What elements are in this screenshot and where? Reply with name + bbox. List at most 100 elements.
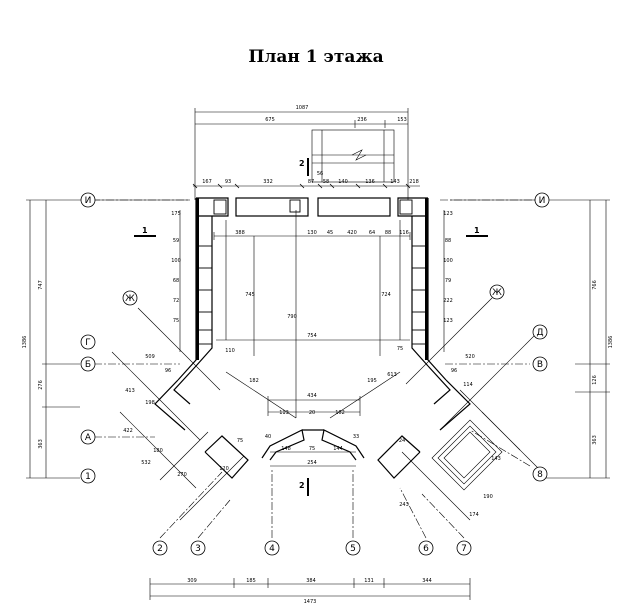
- dim-diag-right-7: 174: [469, 512, 479, 518]
- axis-label-zh-left: Ж: [125, 294, 135, 304]
- dim-right-chain-1: 123: [443, 211, 453, 217]
- dim-inner-height-left: 745: [245, 292, 255, 298]
- dim-inner-height-center: 790: [287, 314, 297, 320]
- dim-top-part-2: 236: [357, 117, 367, 123]
- dim-diag-right-1: 613: [387, 372, 397, 378]
- dim-center-6: 75: [309, 446, 315, 452]
- section-mark-2-bottom: 2: [299, 481, 305, 490]
- dim-inner-top-6: 88: [385, 230, 391, 236]
- dim-misc-8: 75: [397, 346, 403, 352]
- dim-chain-5: 58: [323, 179, 329, 185]
- dim-right-chain-6: 123: [443, 318, 453, 324]
- dim-right-chain-5: 222: [443, 298, 453, 304]
- axis-label-7: 7: [461, 544, 467, 554]
- dim-diag-left-4: 198: [145, 400, 155, 406]
- dim-diag-right-5: 143: [491, 456, 501, 462]
- dim-diag-left-1: 509: [145, 354, 155, 360]
- dim-diag-right-6: 190: [483, 494, 493, 500]
- dim-inner-top-3: 45: [327, 230, 333, 236]
- dim-misc-4: 75: [237, 438, 243, 444]
- axis-label-zh-right: Ж: [492, 288, 502, 298]
- axis-label-8: 8: [537, 470, 543, 480]
- dim-left-part-3: 363: [38, 439, 44, 449]
- axis-label-d: Д: [536, 328, 543, 338]
- dim-bottom-part-4: 131: [364, 578, 374, 584]
- dim-chain-4: 87: [308, 179, 314, 185]
- dim-top-part-3: 153: [397, 117, 407, 123]
- dim-diag-left-8: 270: [177, 472, 187, 478]
- dim-chain-1: 167: [202, 179, 212, 185]
- dim-misc-3: 33: [353, 434, 359, 440]
- axis-label-5: 5: [350, 544, 356, 554]
- axis-label-g: Г: [85, 338, 91, 348]
- dim-center-7: 254: [307, 460, 317, 466]
- section-mark-1-left: 1: [142, 226, 148, 235]
- dim-left-chain-5: 72: [173, 298, 179, 304]
- dim-diag-right-4: 114: [463, 382, 473, 388]
- dim-inner-width: 754: [307, 333, 317, 339]
- dim-left-part-2: 276: [38, 380, 44, 390]
- section-mark-1-right: 1: [474, 226, 480, 235]
- axis-label-6: 6: [423, 544, 429, 554]
- dim-chain-7: 136: [365, 179, 375, 185]
- dim-misc-5: 110: [225, 348, 235, 354]
- dim-right-chain-2: 88: [445, 238, 451, 244]
- dim-right-chain-4: 79: [445, 278, 451, 284]
- dim-misc-7: 195: [367, 378, 377, 384]
- dim-inner-height-right: 724: [381, 292, 391, 298]
- dim-left-chain-3: 100: [171, 258, 181, 264]
- dim-inner-top-1: 388: [235, 230, 245, 236]
- axis-label-b: Б: [85, 360, 91, 370]
- dim-left-chain-1: 175: [171, 211, 181, 217]
- dim-diag-left-5: 422: [123, 428, 133, 434]
- dim-diag-left-3: 96: [165, 368, 171, 374]
- axis-label-v: В: [537, 360, 543, 370]
- dim-misc-2: 40: [265, 434, 271, 440]
- dim-inner-top-7: 116: [399, 230, 409, 236]
- dim-right-overall: 1386: [608, 336, 614, 349]
- plan-title: План 1 этажа: [248, 47, 383, 67]
- dim-misc-1: 56: [317, 171, 323, 177]
- dim-right-part-2: 126: [592, 375, 598, 385]
- dim-bottom-part-3: 384: [306, 578, 316, 584]
- dim-misc-10: 24: [399, 438, 405, 444]
- dim-diag-right-2: 520: [465, 354, 475, 360]
- dim-center-5: 148: [281, 446, 291, 452]
- dim-diag-right-8: 243: [399, 502, 409, 508]
- dim-left-chain-2: 59: [173, 238, 179, 244]
- dim-top-overall: 1087: [296, 105, 309, 111]
- dim-bottom-overall: 1473: [304, 599, 317, 605]
- dim-misc-6: 182: [249, 378, 259, 384]
- dim-inner-top-4: 420: [347, 230, 357, 236]
- dim-center-4: 162: [335, 410, 345, 416]
- axis-label-a: А: [85, 433, 92, 443]
- dim-right-chain-3: 100: [443, 258, 453, 264]
- dim-left-chain-4: 68: [173, 278, 179, 284]
- axis-label-4: 4: [269, 544, 275, 554]
- axis-label-i: И: [85, 196, 92, 206]
- dim-chain-9: 218: [409, 179, 419, 185]
- axis-label-i-right: И: [539, 196, 546, 206]
- section-mark-2-top: 2: [299, 159, 305, 168]
- dim-bottom-part-1: 309: [187, 578, 197, 584]
- dim-misc-9: 120: [219, 466, 229, 472]
- axis-label-2: 2: [157, 544, 163, 554]
- dim-diag-right-3: 96: [451, 368, 457, 374]
- dim-left-chain-6: 75: [173, 318, 179, 324]
- dim-center-8: 144: [333, 446, 343, 452]
- dim-center-1: 434: [307, 393, 317, 399]
- dim-diag-left-2: 413: [125, 388, 135, 394]
- dim-inner-top-2: 130: [307, 230, 317, 236]
- axis-label-1: 1: [85, 472, 91, 482]
- dim-bottom-part-2: 185: [246, 578, 256, 584]
- dim-left-part-1: 747: [38, 280, 44, 290]
- dim-chain-2: 93: [225, 179, 231, 185]
- dim-chain-6: 140: [338, 179, 348, 185]
- dim-diag-left-7: 532: [141, 460, 151, 466]
- dim-diag-left-6: 180: [153, 448, 163, 454]
- axis-label-3: 3: [195, 544, 201, 554]
- dim-center-2: 113: [279, 410, 289, 416]
- dim-right-part-3: 363: [592, 435, 598, 445]
- dim-right-part-1: 766: [592, 280, 598, 290]
